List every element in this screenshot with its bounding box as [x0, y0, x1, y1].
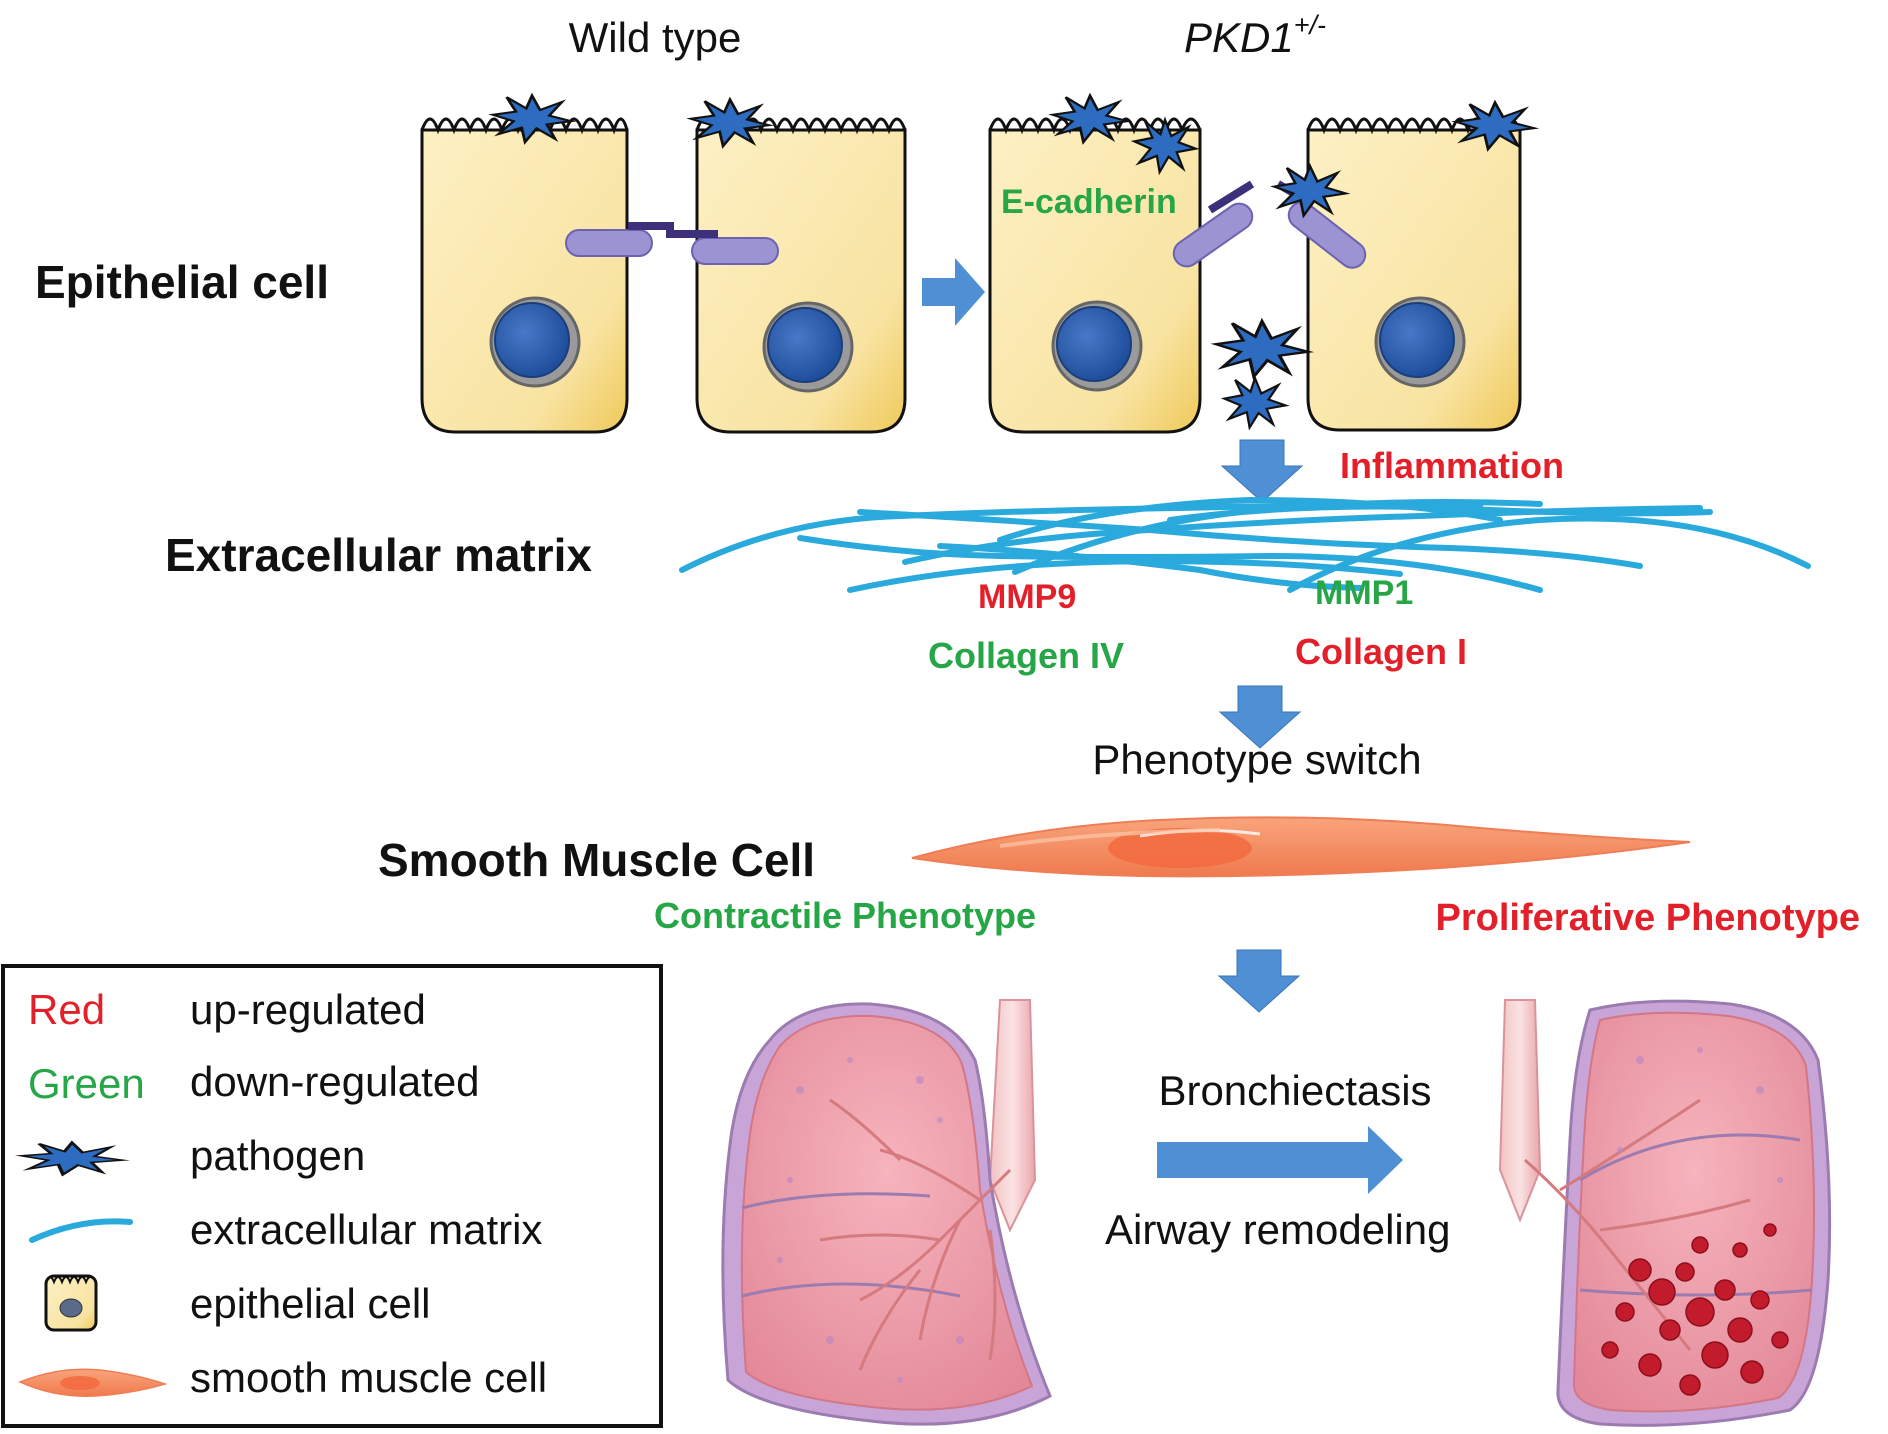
- legend-smooth-muscle-cell-icon: [18, 1368, 168, 1397]
- legend-epithelial-cell-icon: [44, 1274, 98, 1332]
- proliferative-phenotype-label: Proliferative Phenotype: [1436, 897, 1860, 939]
- mmp1-label: MMP1: [1315, 574, 1413, 612]
- remodeled-lung: [1498, 999, 1832, 1427]
- airway-remodeling-label: Airway remodeling: [1105, 1206, 1450, 1253]
- pkd1-cell-left: [988, 117, 1202, 434]
- epithelial-cell-label: Epithelial cell: [35, 256, 329, 308]
- collagen-i-label: Collagen I: [1295, 631, 1467, 672]
- transition-arrow: [922, 258, 985, 326]
- bronchiectasis-arrow: [1157, 1126, 1403, 1194]
- legend-smooth-muscle-description: smooth muscle cell: [190, 1354, 547, 1401]
- e-cadherin-label: E-cadherin: [1001, 183, 1177, 221]
- pkd1-cell-right: [1306, 117, 1522, 432]
- smooth-muscle-cell-label: Smooth Muscle Cell: [378, 834, 815, 886]
- pkd1-gene-name: PKD1: [1184, 14, 1294, 61]
- normal-lung: [721, 999, 1052, 1426]
- pathogen-icon: [1223, 377, 1287, 429]
- legend-pathogen-description: pathogen: [190, 1132, 365, 1179]
- wild-type-header: Wild type: [569, 14, 742, 61]
- collagen-iv-label: Collagen IV: [928, 635, 1124, 676]
- legend-ecm-icon: [29, 1218, 133, 1243]
- epithelial-cells: E-cadherin: [420, 117, 1522, 434]
- pathogen-icon: [1214, 319, 1310, 379]
- pkd1-genotype-superscript: +/-: [1294, 10, 1326, 40]
- contractile-phenotype-label: Contractile Phenotype: [654, 895, 1036, 936]
- legend: Red up-regulated Green down-regulated pa…: [1, 964, 663, 1428]
- phenotype-switch-label: Phenotype switch: [1092, 736, 1421, 783]
- legend-red-key: Red: [28, 986, 105, 1033]
- legend-box: [1, 964, 663, 1428]
- airway-remodeling-occlusion: [1492, 1200, 1510, 1260]
- wild-type-cell-right: [695, 117, 907, 434]
- smooth-muscle-cell: [911, 816, 1691, 878]
- extracellular-matrix-label: Extracellular matrix: [165, 529, 592, 581]
- legend-green-description: down-regulated: [190, 1058, 480, 1105]
- arrow-to-lungs: [1218, 949, 1300, 1013]
- legend-green-key: Green: [28, 1060, 145, 1107]
- legend-ecm-description: extracellular matrix: [190, 1206, 542, 1253]
- mmp9-label: MMP9: [978, 578, 1076, 616]
- legend-epithelial-description: epithelial cell: [190, 1280, 430, 1327]
- arrow-to-ecm: [1221, 439, 1303, 503]
- inflammation-label: Inflammation: [1340, 445, 1564, 486]
- bronchiectasis-label: Bronchiectasis: [1158, 1067, 1431, 1114]
- extracellular-matrix-fibers: [679, 496, 1811, 593]
- e-cadherin-junction-wild-type: [565, 222, 779, 265]
- wild-type-cell-left: [420, 117, 629, 434]
- pkd1-mutant-header: PKD1+/-: [1184, 10, 1326, 61]
- legend-red-description: up-regulated: [190, 986, 426, 1033]
